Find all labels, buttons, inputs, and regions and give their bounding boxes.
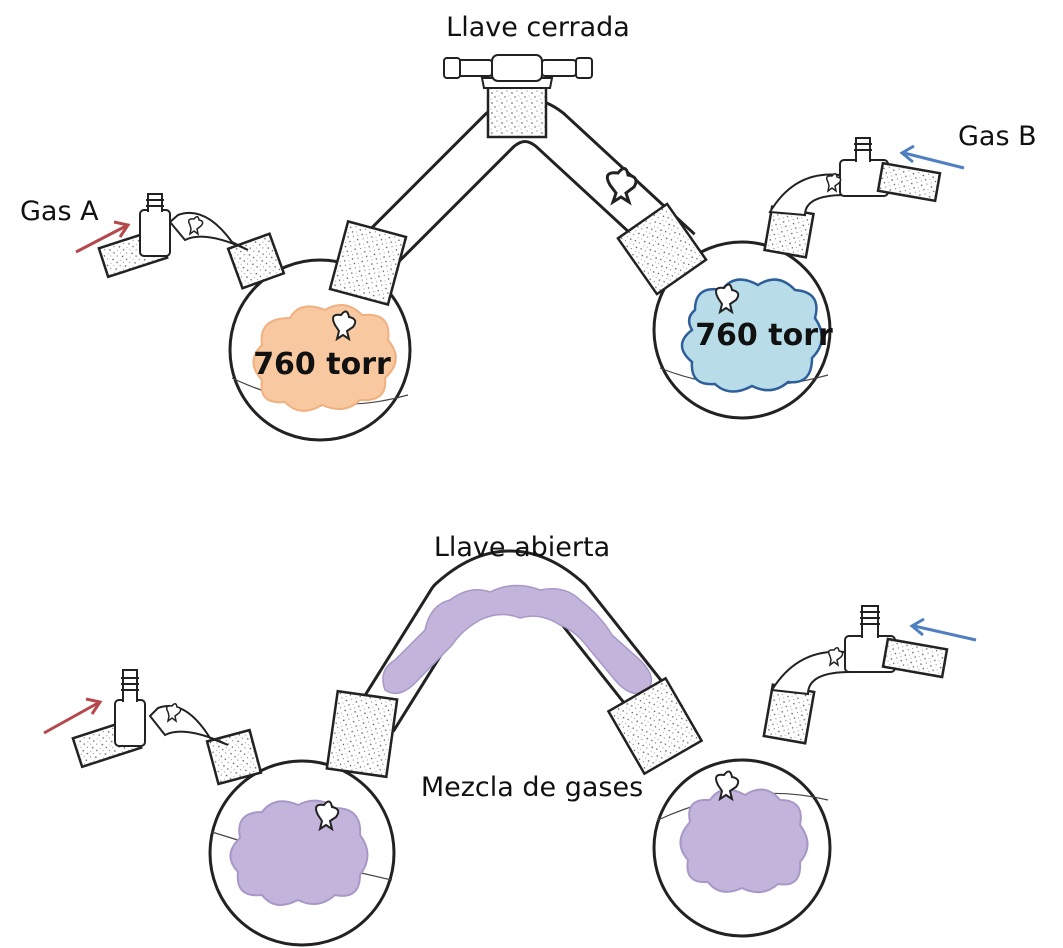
bottom-right-spade-icon: [715, 770, 740, 802]
top-left-arm-spade-icon: [187, 216, 204, 236]
closed-valve: [443, 54, 593, 139]
bottom-left-arm-spade-icon: [165, 703, 182, 723]
top-right-stopcock-plug: [876, 161, 942, 203]
bottom-right-stopcock-plug: [881, 637, 949, 679]
top-left-spade-icon: [332, 310, 357, 342]
bottom-apparatus: Llave abierta Mezcla de gases: [43, 532, 977, 947]
gas-a-arrow: [75, 224, 127, 254]
bottom-right-mixture-cloud: [679, 788, 809, 894]
top-left-side-arm: [168, 211, 249, 251]
top-left-pressure: 760 torr: [253, 347, 391, 382]
bottom-left-stopcock-barrel: [114, 699, 146, 747]
bottom-left-mixture-cloud: [229, 799, 369, 906]
top-apparatus: 760 torr 760 torr: [20, 12, 1037, 442]
top-right-pressure: 760 torr: [695, 318, 833, 353]
bottom-left-neck-joint: [205, 728, 263, 786]
gas-b-arrow: [903, 151, 965, 170]
bottom-right-arm-spade-icon: [827, 647, 844, 667]
top-left-tube-joint: [328, 219, 408, 307]
top-left-gas-cloud: [252, 304, 397, 412]
bottom-gas-a-arrow: [43, 701, 99, 735]
mixture-label: Mezcla de gases: [421, 772, 643, 803]
bottom-left-tube-joint: [325, 689, 399, 779]
top-right-spade-icon: [715, 283, 740, 315]
closed-valve-joint: [486, 83, 548, 139]
top-left-stopcock-barrel: [139, 209, 171, 257]
closed-valve-label: Llave cerrada: [446, 12, 630, 43]
top-right-gas-cloud: [680, 278, 823, 393]
bottom-gas-b-arrow: [913, 624, 977, 642]
top-right-arm-spade-icon: [825, 173, 842, 193]
open-valve-label: Llave abierta: [434, 532, 610, 563]
top-left-hose-nozzle: [147, 193, 163, 212]
closed-valve-left-handle: [457, 59, 493, 77]
bottom-left-spade-icon: [315, 800, 340, 832]
bottom-left-side-arm: [148, 705, 229, 746]
gas-a-label: Gas A: [20, 196, 99, 227]
bottom-right-tube-joint: [606, 676, 704, 776]
bottom-left-hose-nozzle: [122, 669, 138, 702]
top-tube-spade-icon: [605, 167, 638, 206]
bottom-right-hose-nozzle: [861, 605, 879, 638]
tube-mixture-cloud: [382, 584, 653, 695]
gas-b-label: Gas B: [958, 121, 1037, 152]
top-right-tube-joint: [616, 202, 708, 296]
closed-valve-right-handle: [541, 59, 577, 77]
